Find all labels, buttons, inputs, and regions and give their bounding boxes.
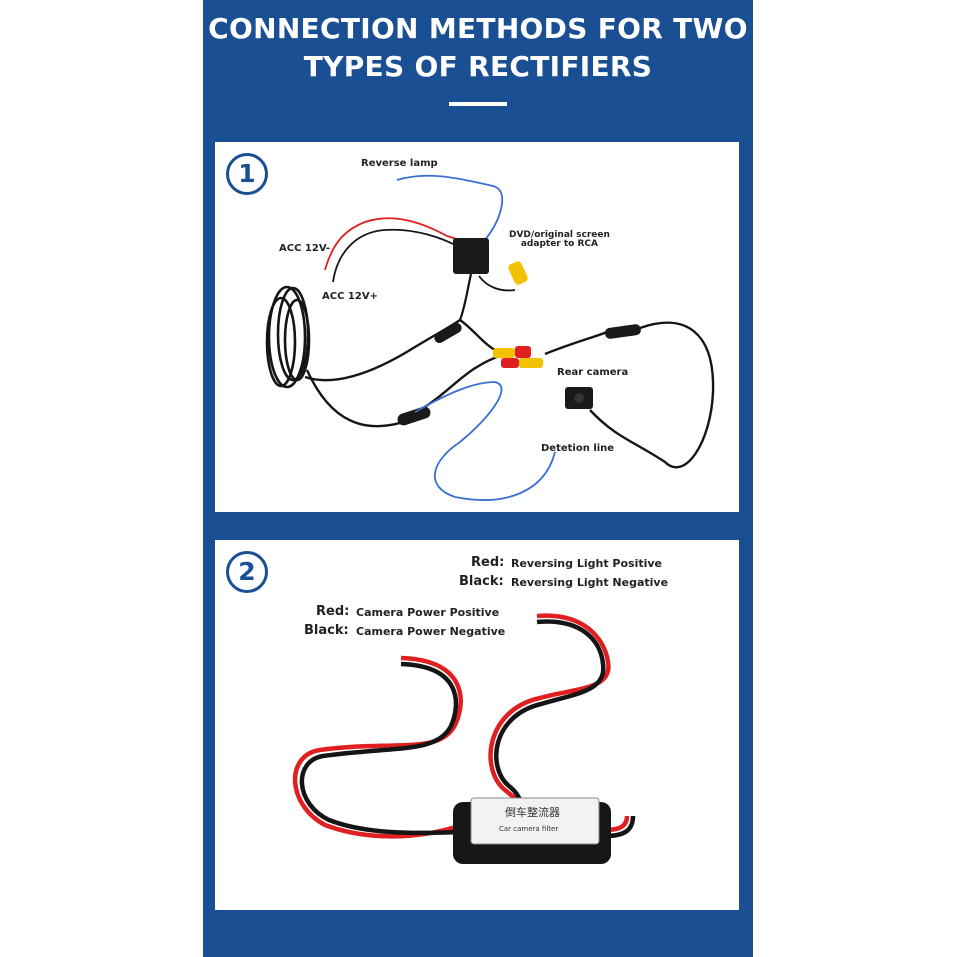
label-reverse-lamp: Reverse lamp bbox=[361, 158, 438, 169]
title-line-2: TYPES OF RECTIFIERS bbox=[303, 50, 653, 83]
label-dvd-adapter: DVD/original screen adapter to RCA bbox=[509, 231, 610, 249]
reversing-red-key: Red: bbox=[471, 555, 505, 570]
title-line-1: CONNECTION METHODS FOR TWO bbox=[208, 12, 748, 45]
camera-black-key: Black: bbox=[304, 623, 349, 638]
reversing-red-value: Reversing Light Positive bbox=[511, 557, 663, 570]
rectifier-english-label: Car camera filter bbox=[499, 825, 559, 833]
camera-black-value: Camera Power Negative bbox=[356, 625, 506, 638]
wiring-diagram-2-illustration bbox=[292, 613, 636, 864]
step-number-badge-2: 2 bbox=[226, 551, 268, 593]
title-underline bbox=[449, 102, 507, 106]
camera-red-key: Red: bbox=[316, 604, 350, 619]
step-number-badge-1: 1 bbox=[226, 153, 268, 195]
label-dvd-adapter-line-2: adapter to RCA bbox=[520, 239, 598, 249]
wiring-diagram-1-illustration bbox=[265, 174, 715, 501]
label-dvd-adapter-line-1: DVD/original screen bbox=[509, 230, 610, 240]
reversing-black-value: Reversing Light Negative bbox=[511, 576, 669, 589]
rectifier-chinese-label: 倒车整流器 bbox=[505, 806, 560, 819]
label-rear-camera: Rear camera bbox=[557, 367, 629, 378]
diagram-panel-1: 1 Reverse lamp ACC 12V- ACC 12V+ DVD/ori… bbox=[215, 142, 739, 512]
camera-red-value: Camera Power Positive bbox=[356, 606, 500, 619]
diagram-panel-2: 2 倒车整流器 Car camera filter Red: Reversing… bbox=[215, 540, 739, 910]
page-title: CONNECTION METHODS FOR TWO TYPES OF RECT… bbox=[203, 10, 753, 86]
label-detection-line: Detetion line bbox=[541, 443, 615, 454]
reversing-black-key: Black: bbox=[459, 574, 504, 589]
label-acc-negative: ACC 12V- bbox=[279, 243, 330, 254]
label-acc-positive: ACC 12V+ bbox=[322, 291, 378, 302]
